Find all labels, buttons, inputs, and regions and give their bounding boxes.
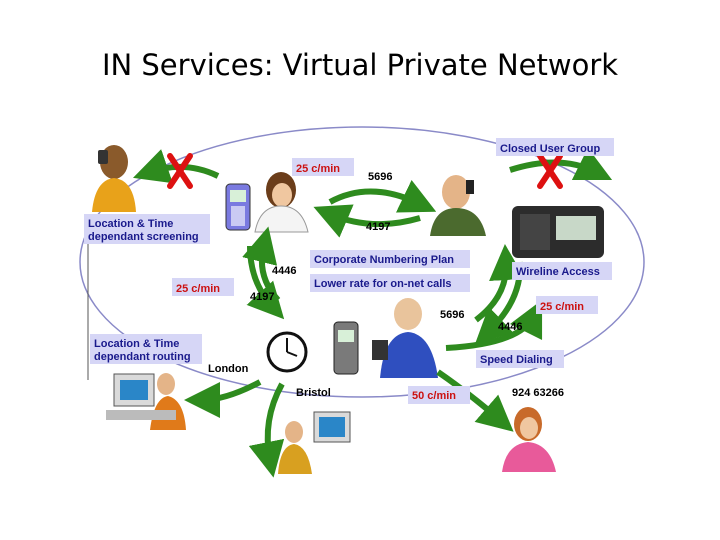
arrow-to-london (184, 379, 262, 418)
svg-text:25 c/min: 25 c/min (540, 301, 584, 313)
cross-left-icon (167, 153, 193, 189)
box-closed-user-group: Closed User Group (496, 138, 614, 156)
businessman-center-icon (372, 298, 438, 378)
box-wireline-access: Wireline Access (512, 262, 612, 280)
arrow-top-left (313, 204, 421, 238)
box-location-routing: Location & Time dependant routing (90, 334, 202, 364)
svg-text:Wireline Access: Wireline Access (516, 266, 600, 278)
box-rate-bottom: 50 c/min (408, 386, 470, 404)
arrow-left-down (246, 245, 285, 320)
svg-text:25 c/min: 25 c/min (176, 283, 220, 295)
desk-phone-icon (512, 206, 604, 258)
cross-right-icon (537, 153, 563, 189)
box-lower-rate: Lower rate for on-net calls (310, 274, 470, 292)
cellphone-top-icon (225, 183, 251, 231)
man-phone-top-right-icon (430, 175, 486, 236)
number-4446-left: 4446 (272, 265, 296, 277)
clock-icon (266, 331, 308, 373)
workstation-bottom-icon (278, 411, 351, 474)
workstation-left-icon (106, 373, 186, 430)
person-top-left-icon (92, 145, 136, 212)
svg-text:25 c/min: 25 c/min (296, 163, 340, 175)
number-4197-top: 4197 (366, 221, 390, 233)
svg-text:dependant routing: dependant routing (94, 351, 191, 363)
box-rate-top: 25 c/min (292, 158, 354, 176)
svg-text:Speed Dialing: Speed Dialing (480, 354, 553, 366)
woman-bottom-right-icon (502, 407, 556, 472)
arrow-to-wireline (445, 299, 543, 351)
svg-text:Corporate Numbering Plan: Corporate Numbering Plan (314, 254, 454, 266)
speed-dial-number: 924 63266 (512, 387, 564, 399)
box-corporate-plan: Corporate Numbering Plan (310, 250, 470, 268)
network-ellipse (79, 126, 645, 398)
svg-text:Lower rate for on-net calls: Lower rate for on-net calls (314, 278, 452, 290)
arrow-right-up (474, 244, 526, 323)
box-rate-left: 25 c/min (172, 278, 234, 296)
arrow-top-right (328, 179, 437, 213)
svg-text:Location & Time: Location & Time (94, 338, 179, 350)
page-title: IN Services: Virtual Private Network (101, 48, 619, 82)
place-bristol: Bristol (296, 387, 331, 399)
place-london: London (208, 363, 249, 375)
number-5696-right: 5696 (440, 309, 464, 321)
cellphone-center-icon (333, 321, 359, 375)
number-4197-left: 4197 (250, 291, 274, 303)
box-rate-right: 25 c/min (536, 296, 598, 314)
number-4446-right: 4446 (498, 321, 522, 333)
svg-text:50 c/min: 50 c/min (412, 390, 456, 402)
number-5696-top: 5696 (368, 171, 392, 183)
svg-text:dependant screening: dependant screening (88, 231, 199, 243)
svg-text:Location & Time: Location & Time (88, 218, 173, 230)
box-location-screening: Location & Time dependant screening (84, 214, 210, 244)
woman-cellphone-icon (254, 172, 309, 233)
arrow-to-bristol (248, 382, 285, 478)
svg-text:Closed User Group: Closed User Group (500, 143, 601, 155)
box-speed-dialing: Speed Dialing (476, 350, 564, 368)
